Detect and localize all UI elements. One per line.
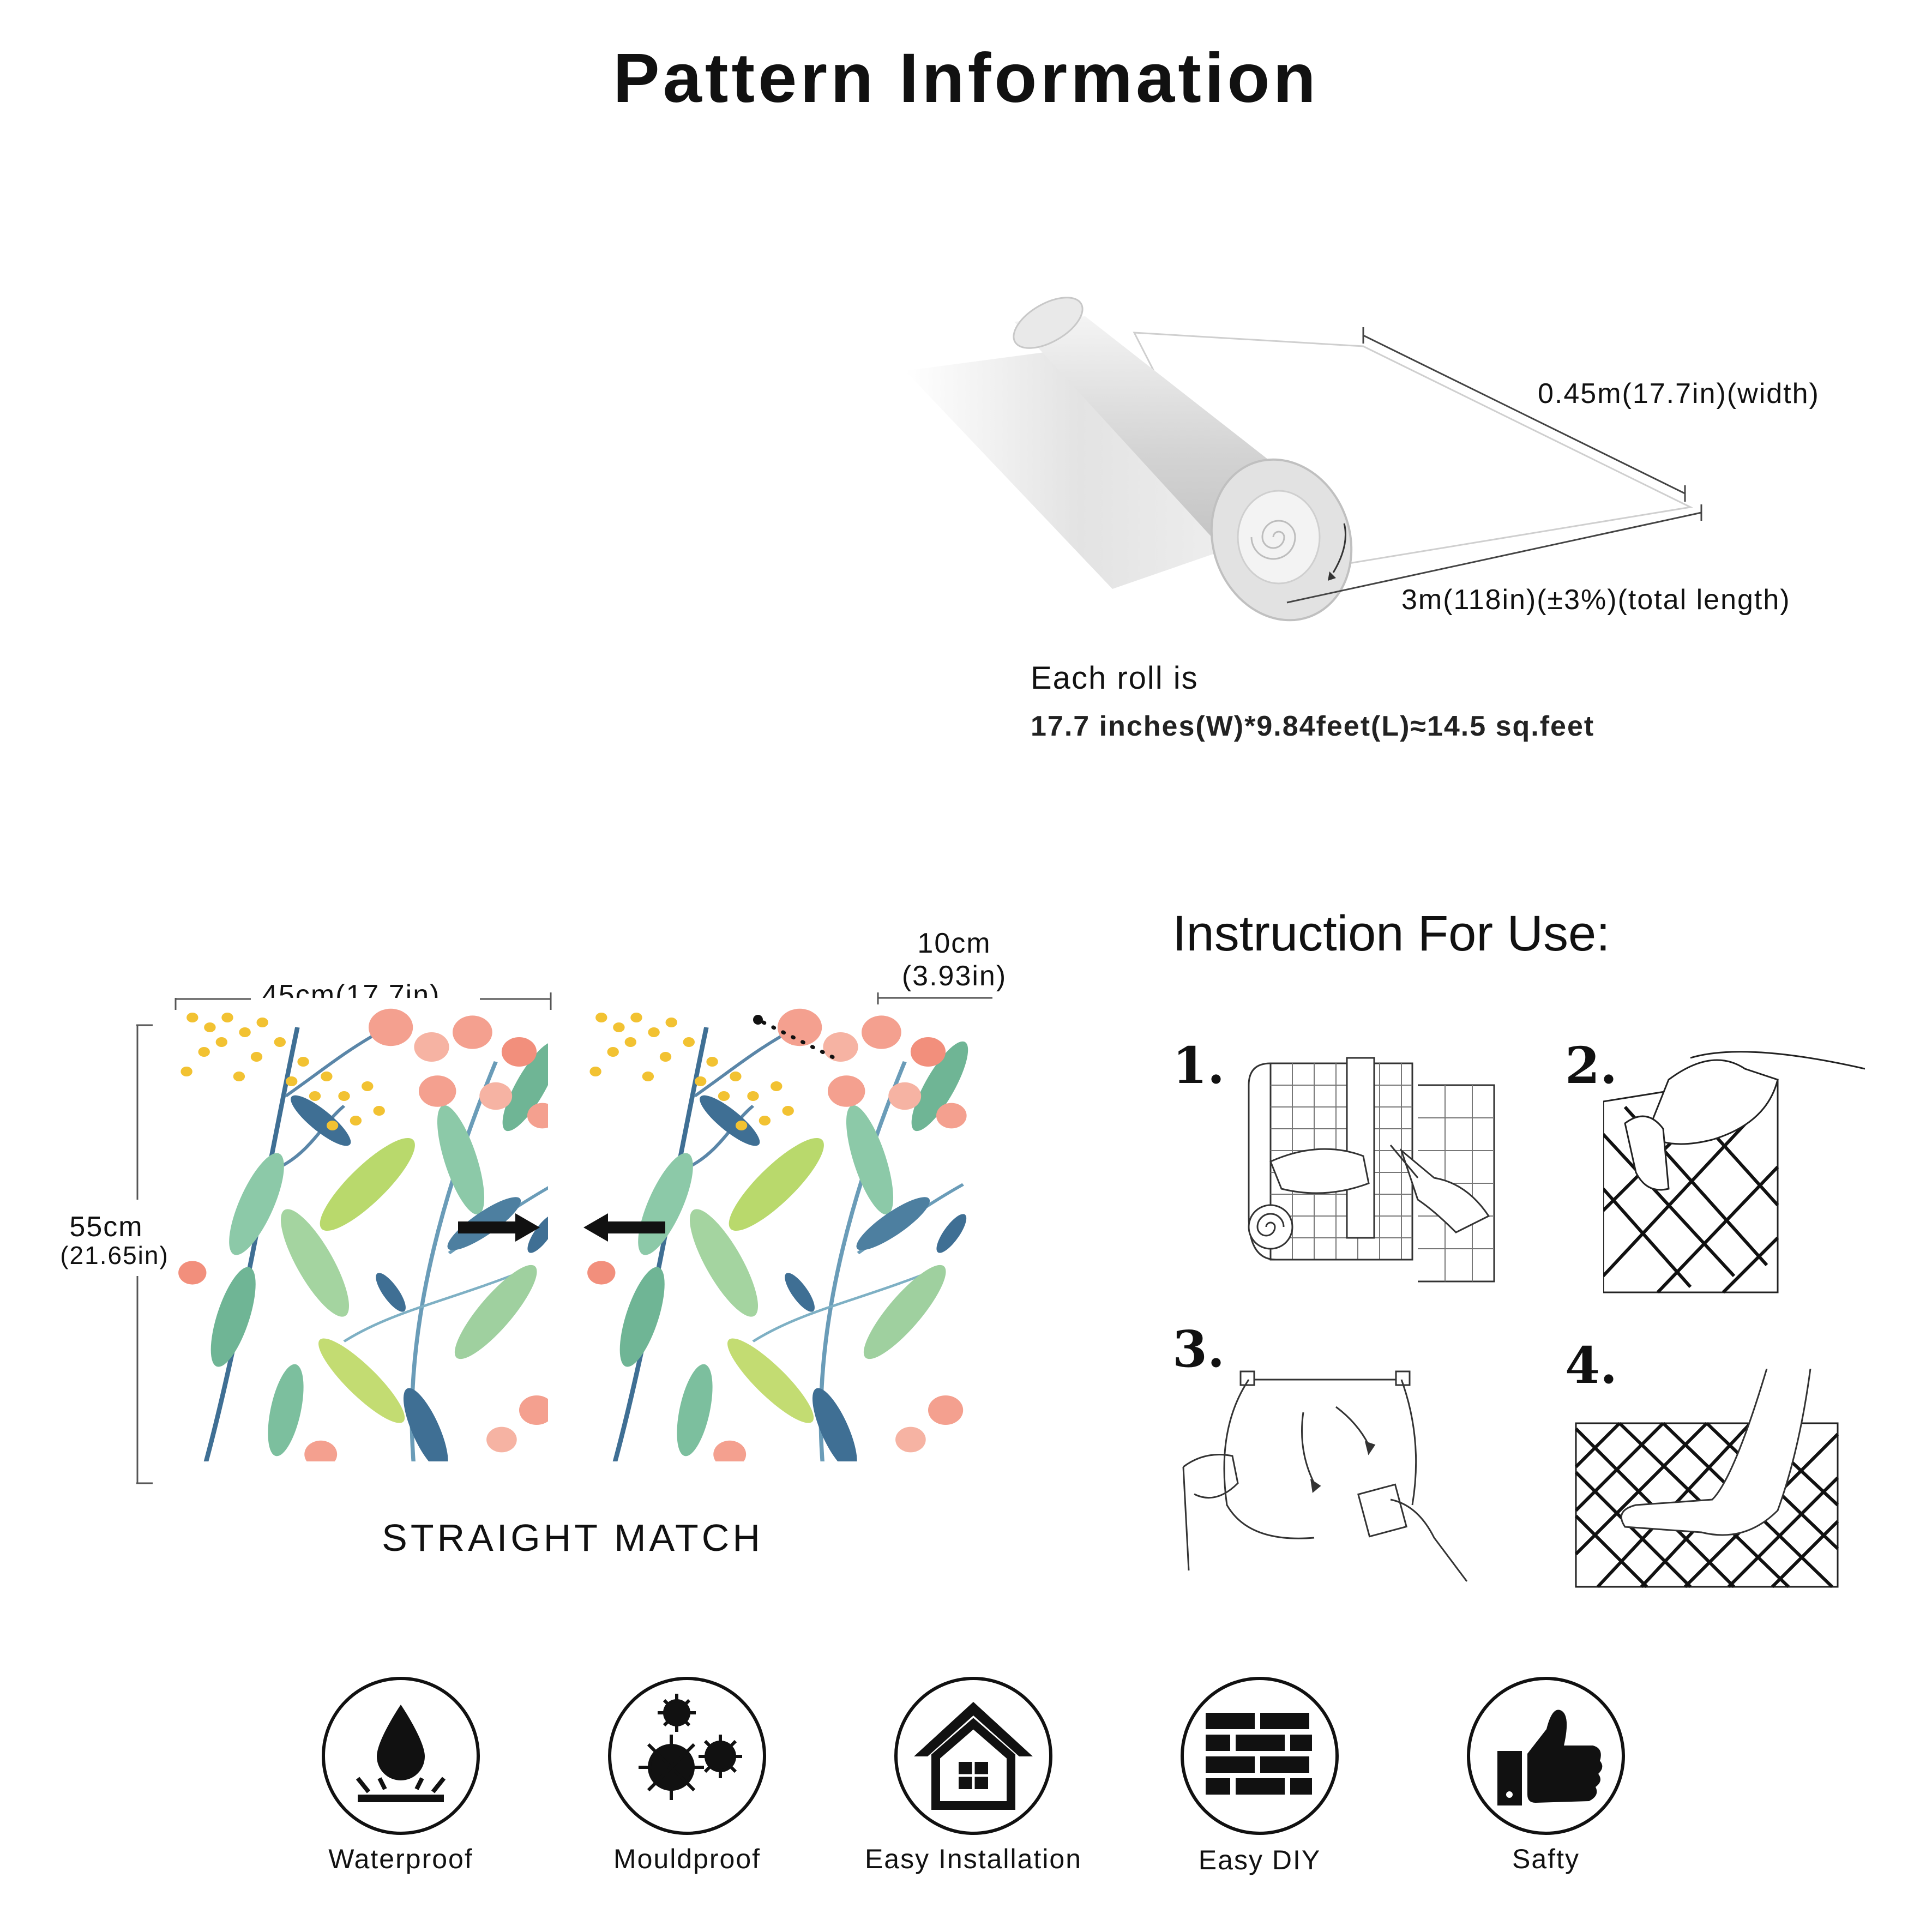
roll-width-label: 0.45m(17.7in)(width) [1538, 378, 1820, 410]
wallpaper-roll-illustration [905, 297, 1702, 622]
roll-length-label: 3m(118in)(±3%)(total length) [1401, 584, 1791, 616]
step-1-measure-cut-illustration [1248, 1057, 1495, 1283]
brick-wall-icon [1206, 1713, 1312, 1795]
safety-badge [1467, 1677, 1625, 1835]
offset-label-inches: (3.93in) [901, 960, 1007, 992]
step-number-1: 1. [1172, 1036, 1225, 1095]
page-title: Pattern Information [613, 39, 1319, 117]
offset-label: 10cm [917, 928, 991, 959]
instruction-title: Instruction For Use: [1172, 906, 1610, 961]
feature-label-mouldproof: Mouldproof [613, 1844, 761, 1874]
feature-label-easy-diy: Easy DIY [1198, 1845, 1321, 1875]
step-number-3: 3. [1172, 1320, 1225, 1379]
waterproof-icon [356, 1705, 446, 1802]
step-number-2: 2. [1565, 1036, 1618, 1095]
step-3-apply-smooth-illustration [1182, 1370, 1468, 1582]
step-number-4: 4. [1565, 1336, 1618, 1395]
straight-match-diagram [136, 992, 1048, 1484]
step-2-peel-backing-illustration [1603, 1051, 1865, 1294]
mouldproof-badge [608, 1677, 766, 1835]
mould-icon [639, 1694, 742, 1800]
easy-diy-badge [1181, 1677, 1339, 1835]
feature-label-easy-installation: Easy Installation [864, 1844, 1082, 1874]
pattern-height-label-inches: (21.65in) [60, 1241, 169, 1269]
pattern-height-label: 55cm [69, 1211, 143, 1243]
roll-size-heading: Each roll is [1031, 660, 1199, 696]
waterproof-badge [322, 1677, 480, 1835]
house-icon [914, 1702, 1033, 1810]
feature-label-safty: Safty [1512, 1844, 1580, 1874]
feature-label-waterproof: Waterproof [328, 1844, 473, 1874]
roll-size-detail: 17.7 inches(W)*9.84feet(L)≈14.5 sq.feet [1031, 711, 1595, 742]
easy-installation-badge [894, 1677, 1052, 1835]
thumbs-up-icon [1497, 1710, 1603, 1805]
straight-match-label: STRAIGHT MATCH [382, 1516, 763, 1559]
step-4-finished-wall-illustration [1574, 1369, 1839, 1588]
